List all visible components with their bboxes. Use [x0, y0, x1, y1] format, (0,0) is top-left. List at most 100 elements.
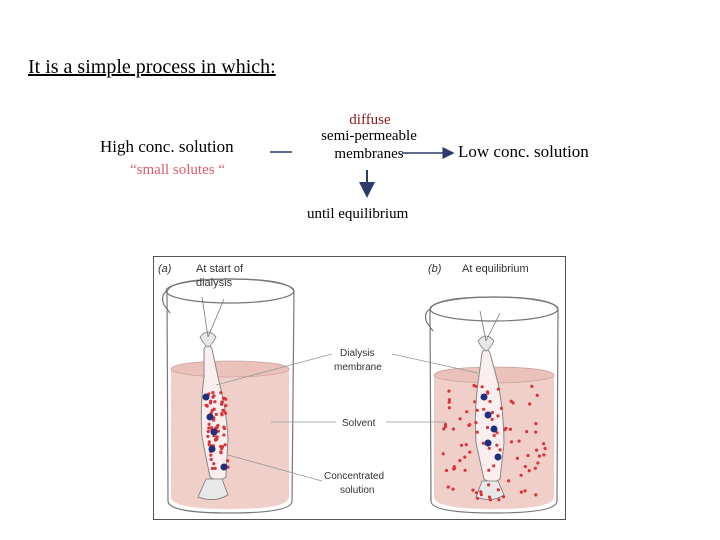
large-solute-dot [220, 463, 228, 471]
small-solute-dot [488, 498, 492, 502]
panel-a-title-line2: dialysis [196, 277, 233, 289]
small-solute-dot [515, 456, 519, 460]
small-solute-dot [441, 452, 445, 456]
small-solute-dot [492, 464, 496, 468]
small-solute-dot [495, 431, 499, 435]
small-solute-dot [444, 468, 449, 473]
small-solute-dot [526, 453, 530, 458]
small-solute-dot [519, 490, 523, 494]
small-solute-dot [487, 483, 491, 487]
membrane-label-line2: membranes [334, 146, 404, 162]
callout-membrane: membrane [334, 362, 382, 373]
small-solute-dot [487, 446, 491, 450]
small-solute-dot [206, 434, 210, 438]
small-solute-dot [523, 489, 527, 493]
small-solute-dot [212, 462, 216, 466]
small-solute-dot [509, 440, 514, 444]
callout-solvent: Solvent [342, 418, 376, 429]
small-solute-dot [224, 411, 228, 415]
small-solute-dot [542, 453, 546, 457]
small-solute-dot [211, 395, 215, 399]
large-solute-dot [494, 453, 502, 461]
small-solute-dot [480, 385, 484, 389]
large-solute-dot [490, 425, 498, 433]
small-solute-dot [206, 429, 210, 434]
small-solute-dot [213, 400, 217, 404]
pointer-membrane-a [215, 353, 333, 386]
small-solute-dot [215, 437, 219, 441]
equilibrium-label: until equilibrium [307, 206, 409, 222]
callout-concentrated: Concentrated [324, 471, 384, 482]
small-solute-dot [463, 455, 467, 459]
small-solute-dot [485, 425, 490, 430]
diffuse-label: diffuse [349, 112, 391, 128]
small-solute-dot [442, 427, 446, 431]
small-solute-dot [508, 427, 512, 431]
small-solute-dot [482, 407, 486, 411]
pointer-concentrated [227, 454, 323, 482]
panel-b-letter: (b) [428, 263, 442, 275]
small-solute-dot [210, 408, 214, 412]
dialysis-figure: (a) At start of dialysis (b) At equilibr… [153, 256, 566, 520]
small-solute-dot [220, 400, 224, 404]
small-solute-dot [499, 406, 504, 410]
small-solute-dot [214, 412, 218, 416]
small-solute-dot [221, 408, 225, 412]
small-solute-dot [446, 485, 450, 489]
small-solute-dot [452, 465, 456, 469]
small-solute-dot [479, 493, 483, 497]
small-solute-dot [481, 441, 485, 445]
small-solute-dot [536, 461, 540, 465]
small-solute-dot [490, 417, 494, 421]
small-solute-dot [209, 457, 213, 462]
panel-a-letter: (a) [158, 263, 172, 275]
small-solute-dot [460, 443, 464, 447]
small-solute-dot [523, 464, 527, 469]
beaker-a-solvent [171, 361, 289, 509]
small-solute-dot [223, 443, 227, 447]
small-solute-dot [533, 466, 537, 470]
small-solute-dot [537, 454, 541, 458]
small-solute-dot [213, 466, 217, 470]
small-solute-dot [475, 430, 479, 434]
beaker-b-spout [424, 308, 434, 332]
small-solute-dot [492, 433, 496, 437]
small-solute-dot [534, 422, 538, 426]
high-conc-label: High conc. solution [100, 137, 234, 156]
small-solute-dot [220, 447, 224, 451]
solutes-beaker-b [441, 383, 547, 502]
small-solute-dot [496, 387, 500, 391]
small-solute-dot [475, 496, 480, 500]
small-solute-dot [468, 423, 472, 427]
small-solute-dot [451, 487, 455, 491]
small-solute-dot [208, 401, 213, 405]
small-solute-dot [219, 391, 223, 395]
small-solute-dot [498, 448, 502, 452]
bag-b-string [479, 310, 487, 342]
small-solute-dot [527, 469, 531, 473]
callout-solution: solution [340, 485, 374, 496]
large-solute-dot [480, 393, 488, 401]
small-solute-dot [486, 391, 490, 395]
small-solute-dot [222, 433, 226, 437]
small-solute-dot [543, 446, 547, 451]
small-solute-dot [219, 450, 223, 454]
small-solute-dot [519, 473, 523, 477]
small-solute-dot [504, 426, 508, 430]
small-solute-dot [525, 430, 529, 434]
small-solute-dot [447, 398, 451, 402]
small-solute-dot [535, 393, 539, 397]
small-solute-dot [528, 402, 532, 406]
large-solute-dot [484, 439, 492, 447]
large-solute-dot [202, 393, 210, 401]
small-solute-dot [534, 493, 538, 497]
small-solute-dot [447, 389, 451, 393]
small-solute-dot [458, 459, 462, 463]
small-solute-dot [490, 411, 494, 415]
small-solute-dot [495, 443, 499, 447]
small-solute-dot [207, 440, 211, 444]
bag-b-string2 [485, 312, 501, 342]
small-solute-dot [534, 430, 538, 434]
small-solute-dot [487, 495, 492, 499]
